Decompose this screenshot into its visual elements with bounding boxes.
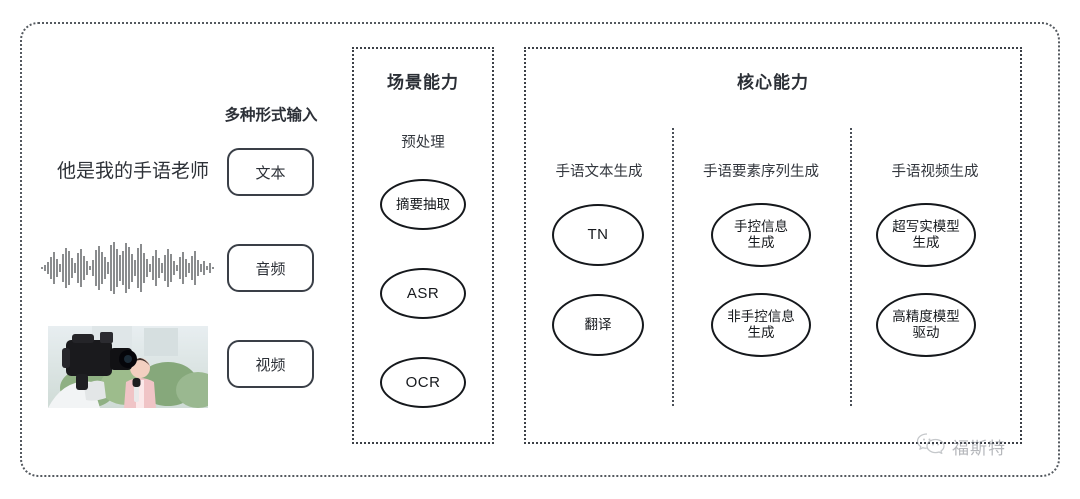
audio-waveform-icon [40, 240, 220, 296]
node-label: 非手控信息 生成 [727, 309, 795, 340]
node-label: ASR [406, 284, 440, 302]
scene-node-asr[interactable]: ASR [380, 268, 466, 319]
core-capability-title: 核心能力 [737, 73, 809, 92]
modality-label: 文本 [255, 164, 286, 182]
node-label: 翻译 [584, 317, 612, 333]
core-node-tn[interactable]: TN [552, 204, 644, 266]
outer-frame [20, 22, 1060, 477]
core-node-highprecision-model-driving[interactable]: 高精度模型 驱动 [876, 293, 976, 357]
scene-node-ocr[interactable]: OCR [380, 357, 466, 408]
scene-capability-title: 场景能力 [387, 73, 459, 92]
modality-button-audio[interactable]: 音频 [227, 244, 314, 292]
core-column-label-text-generation: 手语文本生成 [555, 164, 643, 180]
core-capability-box [524, 47, 1022, 444]
input-section-heading: 多种形式输入 [224, 107, 318, 124]
video-thumbnail [48, 326, 208, 408]
core-node-nonmanual-info-generation[interactable]: 非手控信息 生成 [711, 293, 811, 357]
scene-capability-box [352, 47, 494, 444]
modality-label: 音频 [255, 260, 286, 278]
node-label: TN [587, 226, 609, 244]
scene-node-summary-extraction[interactable]: 摘要抽取 [380, 179, 466, 230]
core-column-divider [672, 128, 674, 406]
node-label: 手控信息 生成 [734, 219, 788, 250]
sample-text-input: 他是我的手语老师 [56, 161, 209, 182]
watermark: 福斯特 [916, 432, 1006, 461]
core-node-manual-info-generation[interactable]: 手控信息 生成 [711, 203, 811, 267]
core-column-label-video-generation: 手语视频生成 [891, 164, 979, 180]
core-node-translation[interactable]: 翻译 [552, 294, 644, 356]
core-column-label-element-sequence: 手语要素序列生成 [703, 164, 819, 180]
modality-button-text[interactable]: 文本 [227, 148, 314, 196]
core-column-divider [850, 128, 852, 406]
wechat-icon [916, 432, 946, 461]
node-label: 高精度模型 驱动 [892, 309, 960, 340]
node-label: 超写实模型 生成 [892, 219, 960, 250]
core-node-photorealistic-model-generation[interactable]: 超写实模型 生成 [876, 203, 976, 267]
modality-label: 视频 [255, 356, 286, 374]
scene-subsection-label: 预处理 [401, 135, 445, 151]
node-label: 摘要抽取 [396, 196, 450, 212]
node-label: OCR [405, 373, 441, 391]
watermark-text: 福斯特 [952, 439, 1006, 458]
modality-button-video[interactable]: 视频 [227, 340, 314, 388]
